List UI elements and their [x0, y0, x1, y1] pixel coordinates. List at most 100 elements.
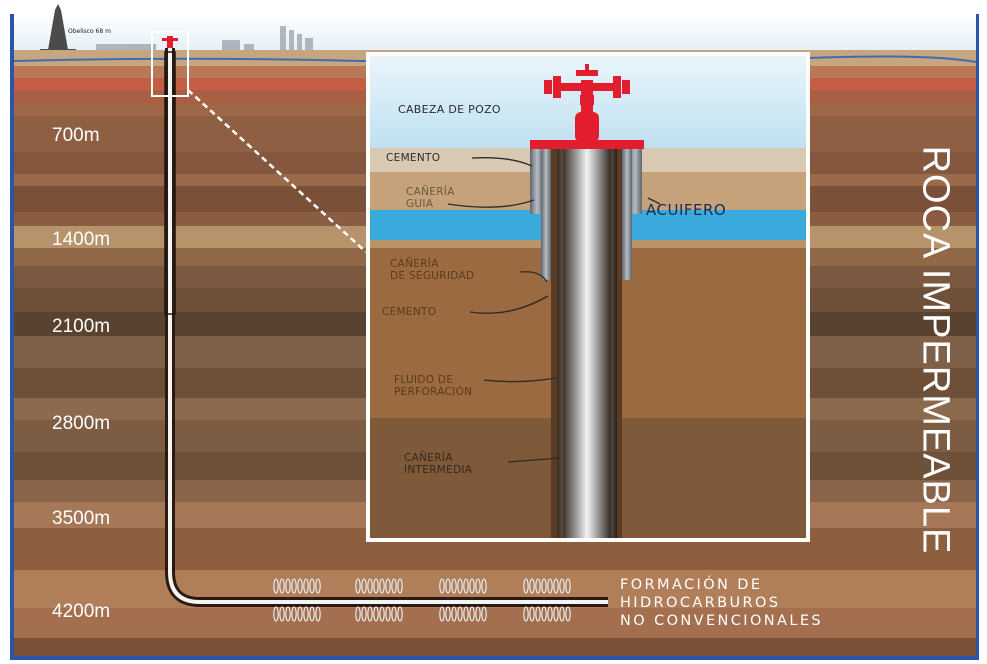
fracture-mark [457, 578, 463, 594]
intermediate-casing-label-2: INTERMEDIA [404, 464, 473, 476]
fracture-mark [285, 606, 291, 622]
fracture-mark [367, 606, 373, 622]
fracture-mark [355, 578, 361, 594]
fracture-mark [315, 578, 321, 594]
fracture-mark [297, 578, 303, 594]
fracture-mark [535, 578, 541, 594]
fracture-mark [385, 578, 391, 594]
fracture-mark [529, 606, 535, 622]
fracture-mark [559, 578, 565, 594]
fracture-mark [391, 578, 397, 594]
guide-casing-label-1: CAÑERÍA [406, 186, 455, 198]
formation-label-line1: FORMACIÓN DE [620, 577, 763, 593]
fracture-mark [367, 578, 373, 594]
fracture-mark [481, 606, 487, 622]
wellhead-icon [544, 64, 630, 142]
fracture-mark [541, 578, 547, 594]
fracture-mark [481, 578, 487, 594]
aquifer-label: ACUIFERO [646, 201, 727, 219]
fracture-mark [273, 606, 279, 622]
fracture-mark [279, 578, 285, 594]
obelisk-icon [48, 4, 68, 50]
fracture-mark [445, 578, 451, 594]
fracture-mark [373, 578, 379, 594]
fracture-mark [559, 606, 565, 622]
fracture-mark [297, 606, 303, 622]
depth-label-2800: 2800m [52, 413, 111, 434]
fracture-mark [463, 606, 469, 622]
fracture-mark [469, 578, 475, 594]
wellhead-base [530, 140, 644, 149]
fracture-zones [273, 578, 571, 622]
fracture-mark [553, 606, 559, 622]
fracture-mark [285, 578, 291, 594]
cement-mid-label: CEMENTO [382, 306, 437, 318]
fracture-mark [397, 606, 403, 622]
fracture-mark [523, 578, 529, 594]
safety-casing-label-2: DE SEGURIDAD [390, 270, 475, 282]
formation-label-line2: HIDROCARBUROS [620, 595, 781, 611]
fracture-mark [385, 606, 391, 622]
fracture-mark [565, 606, 571, 622]
fracture-mark [291, 578, 297, 594]
landmark-label: Obelisco 68 m [68, 28, 111, 35]
fracture-mark [451, 606, 457, 622]
fracture-mark [529, 578, 535, 594]
fracture-mark [535, 606, 541, 622]
fracture-mark [379, 606, 385, 622]
guide-casing-label-2: GUIA [406, 198, 434, 210]
wellhead-small-icon [162, 36, 178, 48]
fracture-mark [273, 578, 279, 594]
fracture-mark [309, 578, 315, 594]
zoom-box [151, 31, 189, 97]
fracture-mark [315, 606, 321, 622]
wellhead-label: CABEZA DE POZO [398, 103, 501, 116]
fracture-mark [303, 578, 309, 594]
depth-label-2100: 2100m [52, 316, 111, 337]
fracture-mark [309, 606, 315, 622]
fracture-mark [355, 606, 361, 622]
fracture-mark [547, 606, 553, 622]
fracture-mark [445, 606, 451, 622]
fracture-mark [361, 578, 367, 594]
fracture-mark [303, 606, 309, 622]
fracture-mark [523, 606, 529, 622]
fluid-label-1: FLUIDO DE [394, 374, 454, 386]
side-label: ROCA IMPERMEABLE [914, 145, 957, 555]
cement-top-label: CEMENTO [386, 152, 441, 164]
safety-casing-label-1: CAÑERÍA [390, 258, 439, 270]
fracture-mark [475, 578, 481, 594]
fracture-mark [279, 606, 285, 622]
fracture-mark [541, 606, 547, 622]
fracture-mark [457, 606, 463, 622]
fracture-mark [547, 578, 553, 594]
fracture-mark [291, 606, 297, 622]
safety-casing-left [541, 148, 551, 280]
fracture-mark [439, 578, 445, 594]
formation-label-line3: NO CONVENCIONALES [620, 613, 824, 629]
well-casing-upper [164, 51, 176, 315]
fracture-mark [391, 606, 397, 622]
skyline [96, 26, 313, 50]
fracture-mark [379, 578, 385, 594]
fracture-mark [553, 578, 559, 594]
fracture-mark [463, 578, 469, 594]
depth-label-4200: 4200m [52, 601, 111, 622]
fracture-mark [361, 606, 367, 622]
fracture-mark [451, 578, 457, 594]
depth-label-3500: 3500m [52, 508, 111, 529]
depth-label-1400: 1400m [52, 229, 111, 250]
safety-casing-right [622, 148, 632, 280]
inset-panel [366, 52, 810, 542]
depth-label-700: 700m [52, 125, 100, 146]
fracture-mark [439, 606, 445, 622]
fracture-mark [475, 606, 481, 622]
fracture-mark [373, 606, 379, 622]
fracture-mark [397, 578, 403, 594]
fracture-mark [565, 578, 571, 594]
zoom-pointer [187, 89, 367, 253]
fracture-mark [469, 606, 475, 622]
intermediate-casing-label-1: CAÑERÍA [404, 452, 453, 464]
fluid-label-2: PERFORACIÓN [394, 386, 473, 398]
